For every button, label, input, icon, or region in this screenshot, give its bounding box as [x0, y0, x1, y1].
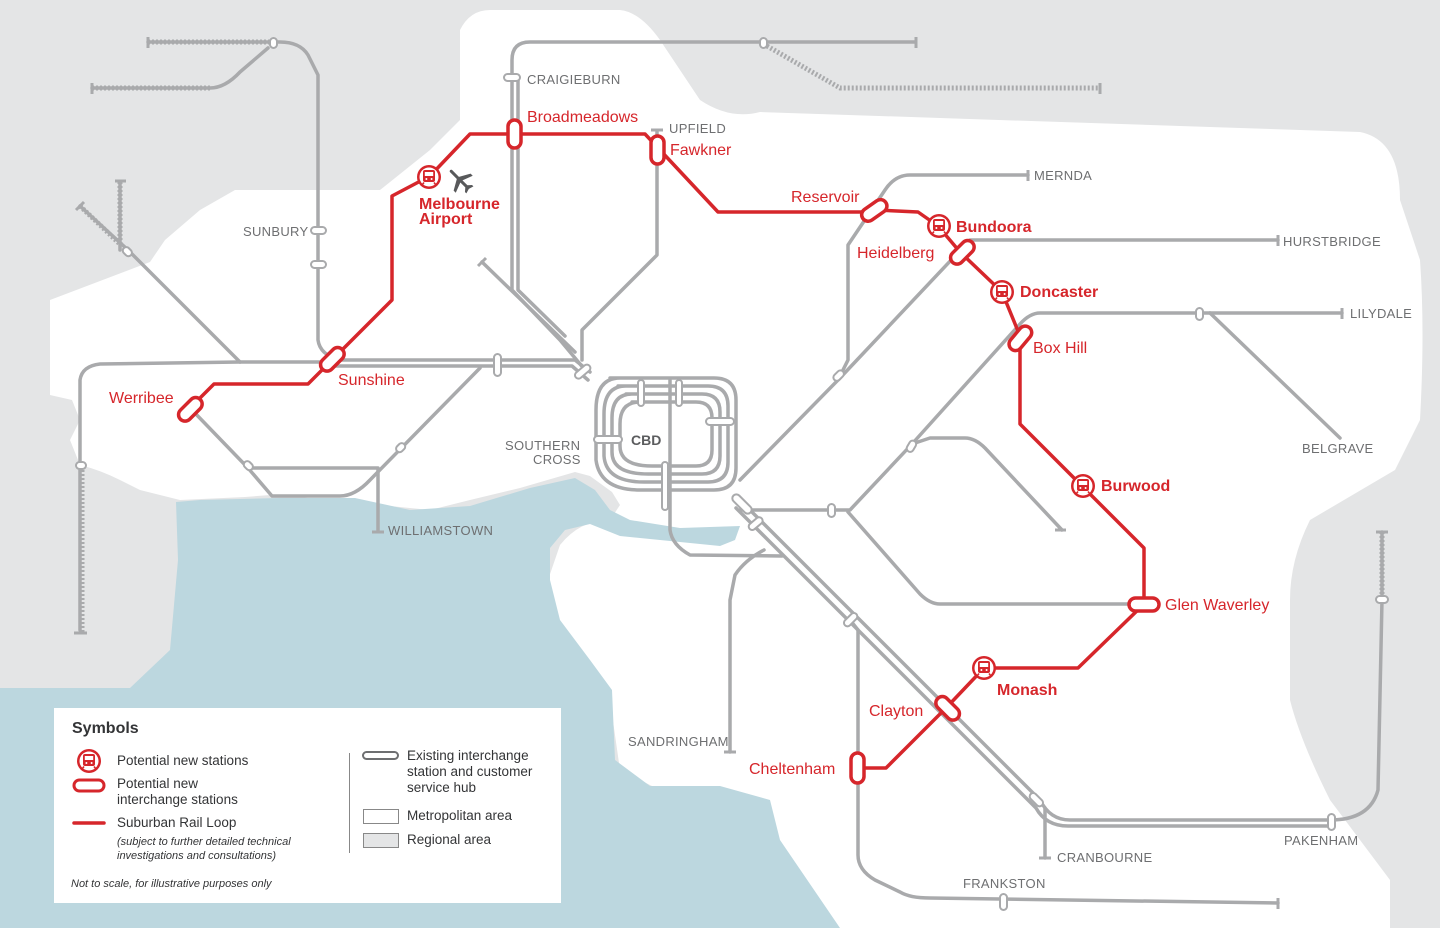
broadmeadows-label: Broadmeadows: [527, 109, 638, 126]
line-terminals: [74, 37, 1388, 909]
heidelberg-label: Heidelberg: [857, 245, 934, 262]
melbourne-airport-label-1: Melbourne: [419, 196, 500, 213]
legend-metro-label: Metropolitan area: [407, 808, 513, 823]
existing-interchanges: [75, 37, 1389, 911]
lilydale-label: LILYDALE: [1350, 306, 1412, 321]
legend-existing-label-1: Existing interchange: [407, 748, 529, 763]
legend-srl-line-icon: [72, 821, 106, 825]
legend-panel: Symbols Potential new stations Potential…: [54, 708, 561, 903]
mernda-label: MERNDA: [1034, 168, 1092, 183]
doncaster-label: Doncaster: [1020, 284, 1098, 301]
frankston-label: FRANKSTON: [963, 876, 1046, 891]
craigieburn-label: CRAIGIEBURN: [527, 72, 621, 87]
bundoora-label: Bundoora: [956, 219, 1032, 236]
reservoir-label: Reservoir: [791, 189, 860, 206]
legend-regional-label: Regional area: [407, 832, 492, 847]
legend-srl-note-1: (subject to further detailed technical: [117, 836, 291, 848]
glen-waverley-label: Glen Waverley: [1165, 597, 1269, 614]
suburban-rail-loop: [184, 132, 1146, 770]
hurstbridge-label: HURSTBRIDGE: [1283, 234, 1381, 249]
legend-existing-label-3: service hub: [407, 780, 477, 795]
cranbourne-label: CRANBOURNE: [1057, 850, 1152, 865]
legend-srl-note-2: investigations and consultations): [117, 850, 276, 862]
legend-disclaimer: Not to scale, for illustrative purposes …: [71, 878, 272, 890]
legend-divider: [349, 753, 350, 853]
new-interchanges: [176, 118, 1161, 785]
burwood-label: Burwood: [1101, 478, 1170, 495]
legend-new-station-icon: [77, 749, 101, 773]
cbd-label: CBD: [631, 432, 661, 448]
legend-existing-label-2: station and customer: [407, 764, 533, 779]
box-hill-label: Box Hill: [1033, 340, 1087, 357]
doncaster-station-icon: [989, 279, 1015, 305]
williamstown-label: WILLIAMSTOWN: [388, 523, 493, 538]
airport-station-icon: [416, 164, 442, 190]
legend-new-interchange-label-1: Potential new: [117, 776, 199, 791]
legend-srl-label: Suburban Rail Loop: [117, 815, 237, 830]
cheltenham-label: Cheltenham: [749, 761, 835, 778]
upfield-label: UPFIELD: [669, 121, 726, 136]
monash-station-icon: [971, 655, 997, 681]
legend-regional-swatch: [363, 833, 399, 848]
legend-metro-swatch: [363, 809, 399, 824]
regional-tracks: [78, 39, 1385, 632]
sunshine-label: Sunshine: [338, 372, 405, 389]
legend-title: Symbols: [72, 720, 139, 737]
legend-new-stations-label: Potential new stations: [117, 753, 249, 768]
werribee-label: Werribee: [109, 390, 174, 407]
airplane-icon: [449, 169, 474, 194]
bundoora-station-icon: [926, 213, 952, 239]
clayton-label: Clayton: [869, 703, 923, 720]
burwood-station-icon: [1070, 473, 1096, 499]
southern-cross-label-1: SOUTHERN: [505, 438, 580, 453]
legend-new-interchange-icon: [72, 778, 106, 793]
southern-cross-label-2: CROSS: [533, 452, 581, 467]
monash-label: Monash: [997, 682, 1057, 699]
melbourne-airport-label-2: Airport: [419, 211, 473, 228]
fawkner-label: Fawkner: [670, 142, 732, 159]
sunbury-label: SUNBURY: [243, 224, 308, 239]
sandringham-label: SANDRINGHAM: [628, 734, 729, 749]
pakenham-label: PAKENHAM: [1284, 833, 1358, 848]
belgrave-label: BELGRAVE: [1302, 441, 1374, 456]
legend-existing-interchange-icon: [362, 751, 399, 760]
legend-new-interchange-label-2: interchange stations: [117, 792, 238, 807]
